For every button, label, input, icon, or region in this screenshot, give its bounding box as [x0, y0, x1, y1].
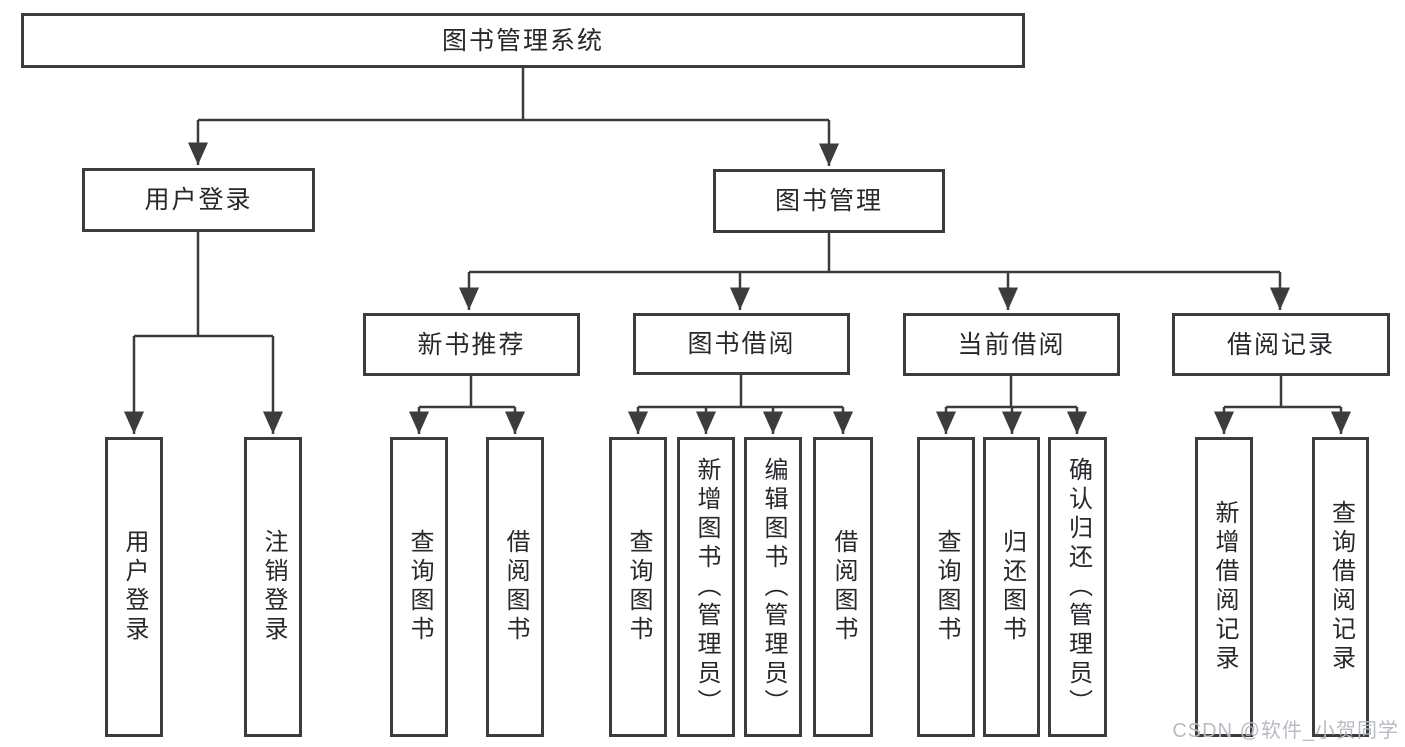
node-current-borrow: 当前借阅: [903, 313, 1120, 376]
node-user-login: 用户登录: [82, 168, 315, 232]
csdn-watermark: CSDN @软件_小贺同学: [1172, 720, 1399, 742]
node-library-management-system: 图书管理系统: [21, 13, 1025, 68]
node-leaf-query-borrow-record: 查询借阅记录: [1312, 437, 1369, 737]
node-leaf-add-book-admin: 新增图书（管理员）: [677, 437, 735, 737]
connector-borrow-records-bus: [1224, 376, 1341, 409]
node-book-borrow: 图书借阅: [633, 313, 850, 375]
node-leaf-query-books-1: 查询图书: [390, 437, 448, 737]
node-leaf-query-books-2: 查询图书: [609, 437, 667, 737]
node-leaf-user-login: 用户登录: [105, 437, 163, 737]
node-new-book-recommend: 新书推荐: [363, 313, 580, 376]
node-leaf-confirm-return-admin: 确认归还（管理员）: [1048, 437, 1107, 737]
node-leaf-query-books-3: 查询图书: [917, 437, 975, 737]
connector-user-login-bus: [134, 232, 273, 338]
connector-root-bus: [198, 68, 829, 122]
node-leaf-borrow-books-1: 借阅图书: [486, 437, 544, 737]
connector-book-mgmt-bus: [469, 233, 1280, 274]
node-book-management: 图书管理: [713, 169, 945, 233]
node-leaf-edit-book-admin: 编辑图书（管理员）: [744, 437, 802, 737]
node-borrow-records: 借阅记录: [1172, 313, 1390, 376]
node-leaf-add-borrow-record: 新增借阅记录: [1195, 437, 1253, 737]
node-leaf-borrow-books-2: 借阅图书: [813, 437, 873, 737]
connector-new-book-bus: [419, 376, 515, 409]
connector-book-borrow-bus: [638, 375, 843, 409]
connector-current-borrow-bus: [946, 376, 1077, 409]
node-leaf-logout: 注销登录: [244, 437, 302, 737]
node-leaf-return-book: 归还图书: [983, 437, 1040, 737]
